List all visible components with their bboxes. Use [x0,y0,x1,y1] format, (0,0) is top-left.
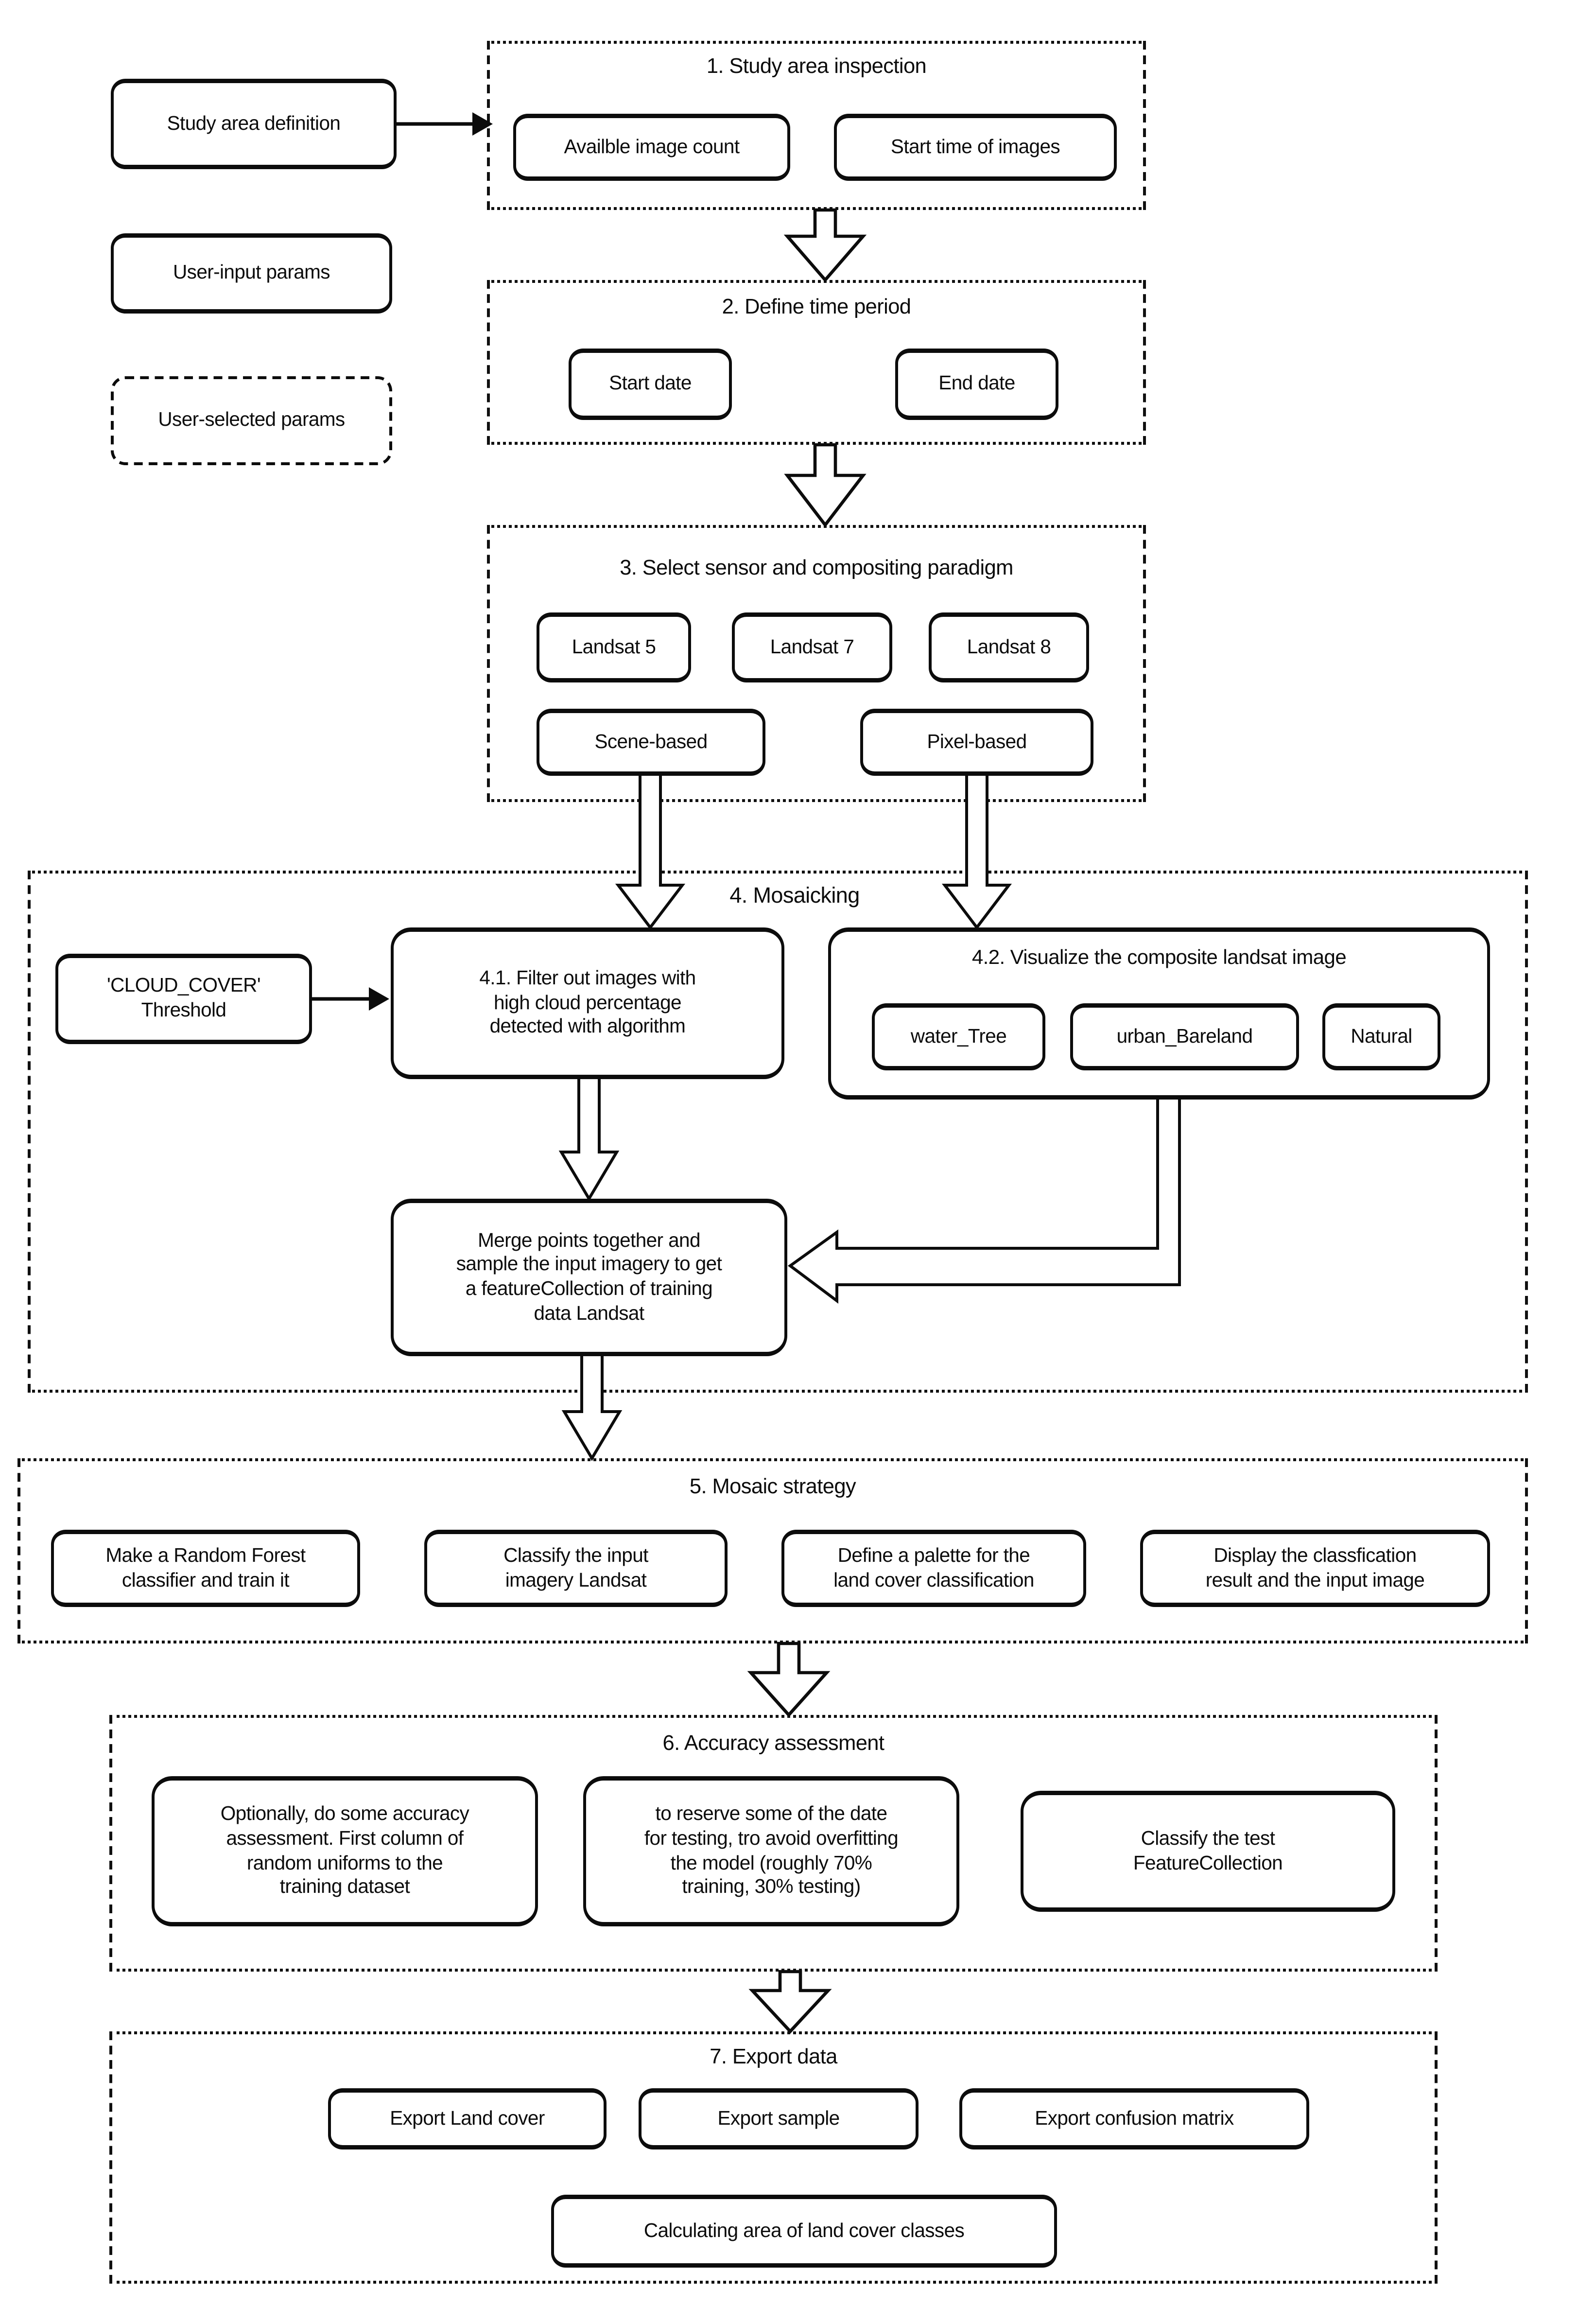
merge-points-box: Merge points together and sample the inp… [391,1199,787,1356]
section-2-title: 2. Define time period [722,296,911,319]
landsat-8-box: Landsat 8 [929,612,1089,682]
arrow-visualize-to-merge [787,1100,1181,1304]
arrow-pixel-based-to-visualize [941,776,1012,930]
start-time-of-images-box: Start time of images [834,114,1117,181]
calculating-area-box: Calculating area of land cover classes [551,2195,1057,2268]
define-palette-box: Define a palette for the land cover clas… [781,1530,1086,1607]
filter-images-box: 4.1. Filter out images with high cloud p… [391,927,784,1079]
optional-accuracy-box: Optionally, do some accuracy assessment.… [152,1776,538,1926]
section-7-title: 7. Export data [710,2046,837,2069]
classify-input-box: Classify the input imagery Landsat [424,1530,728,1607]
arrow-scene-based-to-filter [615,776,686,930]
start-date-box: Start date [569,349,732,420]
arrow-section6-to-section7 [748,1970,832,2034]
user-input-params-box: User-input params [111,233,392,314]
scene-based-box: Scene-based [537,709,765,776]
export-land-cover-box: Export Land cover [328,2088,607,2149]
urban-bareland-box: urban_Bareland [1070,1003,1299,1070]
section-4-title: 4. Mosaicking [729,884,860,909]
export-confusion-matrix-box: Export confusion matrix [959,2088,1309,2149]
section-4-container [28,871,1528,1393]
arrow-study-area-to-section1 [397,112,493,136]
arrow-section5-to-section6 [747,1642,831,1717]
cloud-cover-threshold-box: 'CLOUD_COVER' Threshold [55,954,312,1044]
arrow-merge-to-section5 [561,1356,623,1461]
arrow-cloud-threshold-to-filter [312,987,389,1011]
visualize-composite-title: 4.2. Visualize the composite landsat ima… [971,945,1347,968]
arrow-section2-to-section3 [784,443,867,528]
section-6-container [109,1715,1438,1972]
arrow-filter-to-merge [558,1079,620,1202]
availble-image-count-box: Availble image count [513,114,790,181]
section-6-title: 6. Accuracy assessment [662,1732,884,1756]
section-5-title: 5. Mosaic strategy [689,1476,856,1499]
pixel-based-box: Pixel-based [860,709,1093,776]
classify-test-box: Classify the test FeatureCollection [1021,1791,1395,1912]
user-selected-params-box: User-selected params [111,376,392,465]
random-forest-box: Make a Random Forest classifier and trai… [51,1530,360,1607]
export-sample-box: Export sample [639,2088,919,2149]
section-5-container [17,1458,1528,1643]
section-1-title: 1. Study area inspection [706,55,927,79]
landsat-7-box: Landsat 7 [732,612,892,682]
end-date-box: End date [895,349,1058,420]
natural-box: Natural [1322,1003,1440,1070]
reserve-data-box: to reserve some of the date for testing,… [583,1776,959,1926]
section-3-container [487,525,1146,802]
study-area-definition-box: Study area definition [111,79,397,169]
section-7-container [109,2031,1438,2284]
section-3-title: 3. Select sensor and compositing paradig… [620,557,1013,580]
water-tree-box: water_Tree [872,1003,1045,1070]
arrow-section1-to-section2 [783,208,867,283]
display-result-box: Display the classfication result and the… [1140,1530,1490,1607]
landsat-5-box: Landsat 5 [537,612,691,682]
